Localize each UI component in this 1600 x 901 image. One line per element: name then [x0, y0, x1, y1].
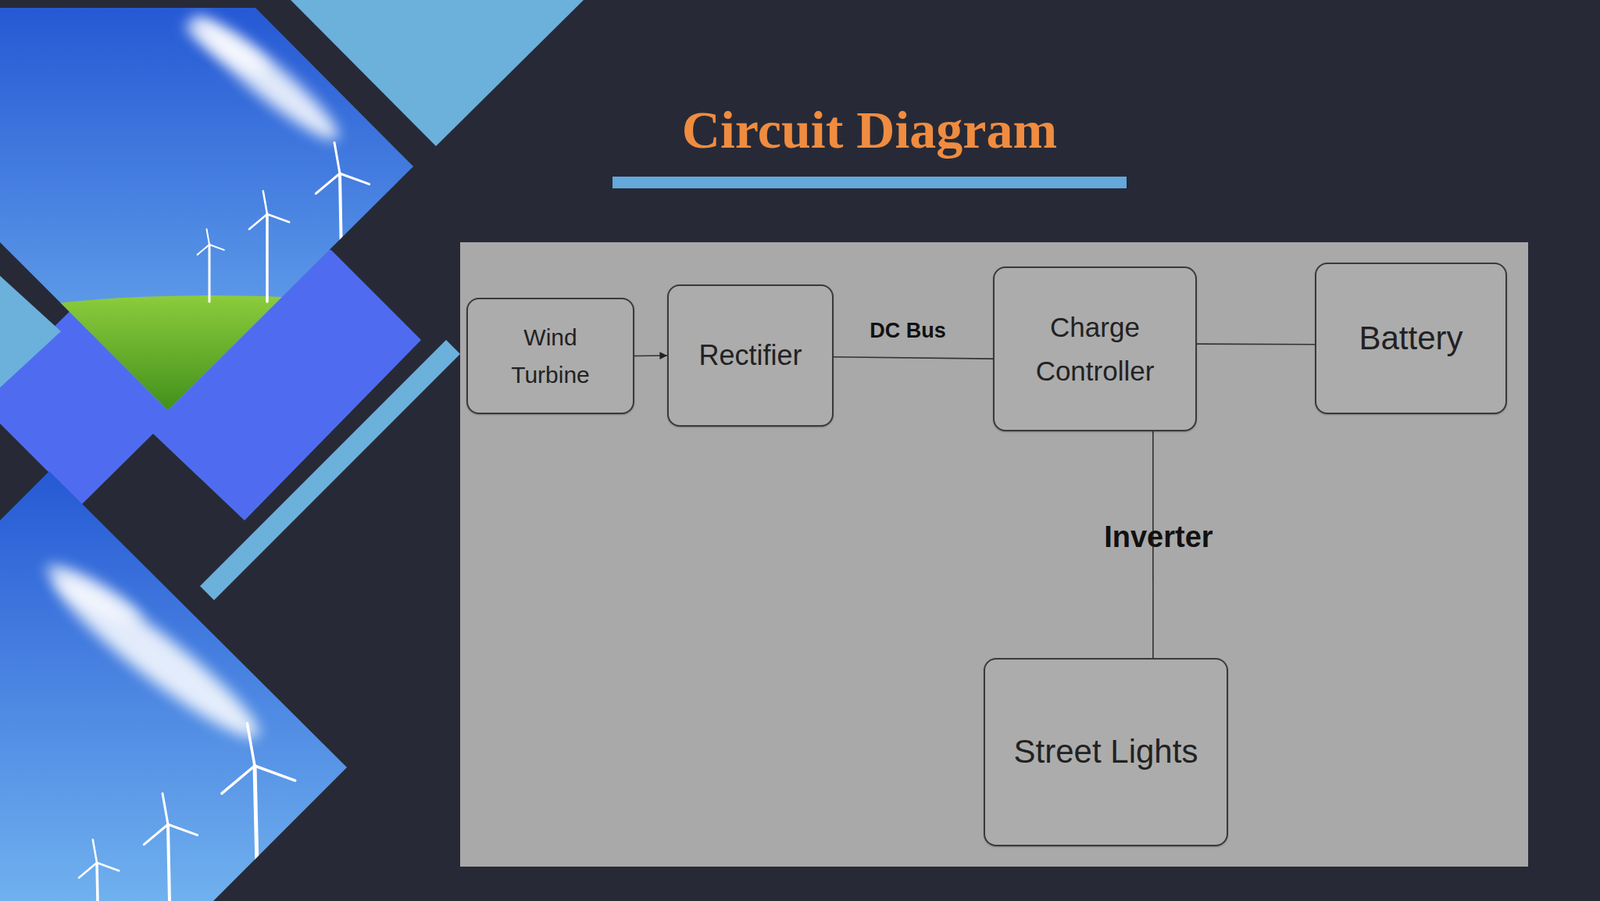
process-box: Wind Turbine	[466, 297, 635, 415]
process-box: Rectifier	[667, 284, 834, 427]
process-box: Battery	[1314, 262, 1508, 415]
diagram-panel	[460, 242, 1529, 867]
wind-farm-photo	[0, 0, 422, 422]
title-underline	[612, 176, 1127, 189]
connector-label: Inverter	[1103, 520, 1213, 554]
connector-line	[833, 357, 993, 359]
box-label: Battery	[1358, 318, 1463, 358]
process-box: Street Lights	[983, 657, 1229, 847]
grass-hill	[0, 295, 422, 422]
connector-label: DC Bus	[869, 317, 947, 343]
sky	[0, 460, 360, 901]
cloud	[180, 14, 273, 80]
accent-stripe	[200, 339, 461, 600]
cloud	[39, 555, 147, 633]
wind-farm-photo	[0, 460, 360, 901]
wind-turbine-icon	[197, 142, 370, 302]
box-label: Rectifier	[698, 337, 802, 375]
process-box: Charge Controller	[992, 266, 1197, 432]
box-label: Wind Turbine	[496, 318, 606, 394]
box-label: Charge Controller	[1009, 305, 1182, 393]
connector-line	[1152, 431, 1154, 658]
wind-turbine-icon	[78, 723, 296, 901]
box-label: Street Lights	[1014, 732, 1199, 772]
connector-line	[1196, 342, 1315, 345]
sky	[0, 0, 422, 422]
connector-line	[634, 354, 668, 357]
slide-title: Circuit Diagram	[612, 103, 1127, 157]
